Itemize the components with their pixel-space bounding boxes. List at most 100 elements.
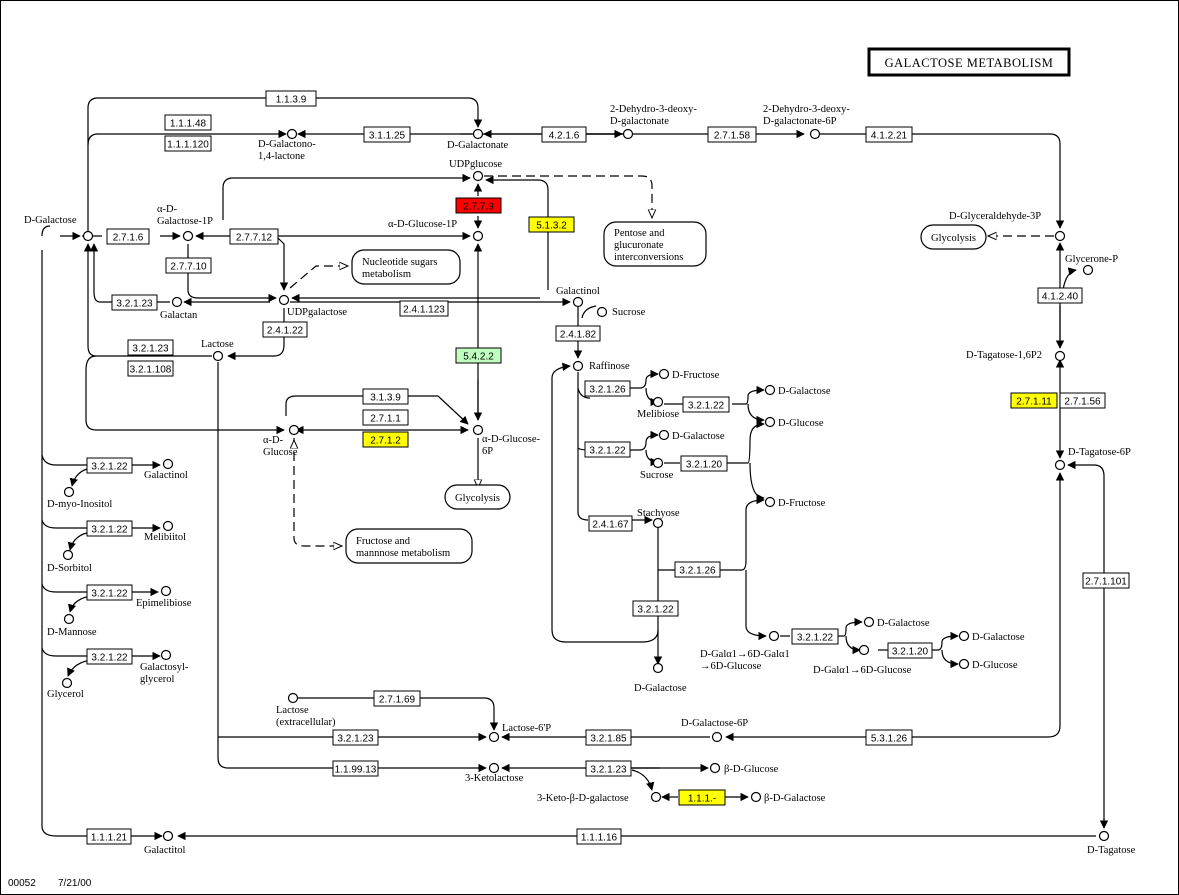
- compound-dhap[interactable]: Glycerone-P: [1065, 254, 1118, 276]
- compound-galactinol[interactable]: Galactinol: [556, 286, 600, 308]
- compound-node[interactable]: [162, 458, 174, 470]
- compound-node[interactable]: [652, 457, 664, 469]
- compound-node[interactable]: [709, 762, 721, 774]
- enzyme-box[interactable]: 3.2.1.22: [791, 628, 839, 645]
- compound-galglycerol[interactable]: Galactosyl-glycerol: [140, 649, 189, 686]
- compound-node[interactable]: [472, 170, 484, 182]
- compound-node[interactable]: [488, 731, 500, 743]
- compound-galactonate[interactable]: D-Galactonate: [447, 128, 509, 152]
- compound-node[interactable]: [160, 649, 172, 661]
- compound-glycerol[interactable]: Glycerol: [47, 677, 84, 701]
- compound-galactono[interactable]: D-Galactono-1,4-lactone: [258, 128, 316, 163]
- compound-adglc[interactable]: α-D-Glucose: [263, 424, 300, 459]
- compound-node[interactable]: [764, 416, 776, 428]
- compound-galactan[interactable]: Galactan: [160, 296, 198, 322]
- enzyme-box[interactable]: 3.2.1.22: [86, 584, 133, 601]
- compound-glc1p[interactable]: α-D-Glucose-1P: [388, 219, 484, 242]
- compound-sorbitol[interactable]: D-Sorbitol: [47, 549, 92, 575]
- compound-gal4[interactable]: D-Galactose: [634, 662, 687, 695]
- compound-gal1p[interactable]: α-D-Galactose-1P: [157, 204, 213, 242]
- compound-sucrose2[interactable]: Sucrose: [640, 457, 674, 482]
- enzyme-box[interactable]: 5.1.3.2: [528, 216, 575, 233]
- enzyme-box[interactable]: 3.2.1.20: [887, 642, 933, 659]
- compound-node[interactable]: [658, 368, 670, 380]
- enzyme-box[interactable]: 2.7.7.12: [229, 228, 279, 245]
- compound-tag6p[interactable]: D-Tagatose-6P: [1054, 447, 1131, 471]
- compound-node[interactable]: [863, 616, 875, 628]
- enzyme-box[interactable]: 5.4.2.2: [455, 347, 502, 364]
- compound-node[interactable]: [809, 128, 821, 140]
- compound-gal6[interactable]: D-Galactose: [958, 630, 1025, 644]
- compound-ketolac[interactable]: 3-Ketolactose: [465, 762, 524, 785]
- compound-bgal[interactable]: β-D-Galactose: [750, 791, 826, 805]
- enzyme-box[interactable]: 3.2.1.23: [127, 339, 174, 356]
- compound-lacext[interactable]: Lactose(extracellular): [276, 692, 336, 729]
- compound-node[interactable]: [622, 128, 634, 140]
- enzyme-box[interactable]: 5.3.1.26: [865, 729, 913, 746]
- enzyme-box[interactable]: 3.2.1.23: [585, 760, 632, 777]
- compound-node[interactable]: [652, 396, 664, 408]
- compound-node[interactable]: [82, 230, 94, 242]
- compound-node[interactable]: [63, 613, 75, 625]
- enzyme-box[interactable]: 2.7.1.101: [1082, 572, 1130, 589]
- enzyme-box[interactable]: 4.2.1.6: [541, 126, 587, 143]
- enzyme-box[interactable]: 3.2.1.22: [682, 396, 730, 413]
- compound-glc2[interactable]: D-Glucose: [764, 416, 824, 430]
- compound-node[interactable]: [472, 230, 484, 242]
- compound-gal2[interactable]: D-Galactose: [764, 384, 831, 398]
- compound-galactinol2[interactable]: Galactinol: [144, 458, 188, 482]
- compound-node[interactable]: [182, 230, 194, 242]
- compound-node[interactable]: [652, 662, 664, 674]
- enzyme-box[interactable]: 2.4.1.67: [588, 515, 633, 532]
- compound-node[interactable]: [472, 128, 484, 140]
- compound-node[interactable]: [1054, 350, 1066, 362]
- enzyme-box[interactable]: 1.1.1.16: [576, 828, 622, 845]
- compound-tagatose[interactable]: D-Tagatose: [1087, 830, 1136, 857]
- enzyme-box[interactable]: 3.2.1.22: [86, 520, 133, 537]
- compound-node[interactable]: [63, 486, 75, 498]
- enzyme-box[interactable]: 2.7.1.69: [373, 690, 421, 707]
- compound-node[interactable]: [61, 677, 73, 689]
- compound-node[interactable]: [162, 520, 174, 532]
- enzyme-box[interactable]: 2.4.1.82: [555, 325, 601, 342]
- enzyme-box[interactable]: 2.4.1.22: [262, 321, 308, 338]
- compound-node[interactable]: [160, 585, 172, 597]
- compound-node[interactable]: [162, 830, 174, 842]
- compound-node[interactable]: [958, 630, 970, 642]
- compound-udpgal[interactable]: UDPgalactose: [278, 294, 348, 319]
- compound-node[interactable]: [650, 791, 662, 803]
- compound-node[interactable]: [658, 429, 670, 441]
- compound-node[interactable]: [764, 496, 776, 508]
- enzyme-box[interactable]: 1.1.99.13: [332, 760, 379, 777]
- compound-galglc[interactable]: D-Galα1→6D-Glucose: [813, 644, 912, 677]
- compound-node[interactable]: [572, 296, 584, 308]
- compound-inositol[interactable]: D-myo-Inositol: [47, 486, 112, 511]
- compound-node[interactable]: [958, 658, 970, 670]
- compound-fru1[interactable]: D-Fructose: [658, 368, 720, 382]
- map-link-glycolysis1[interactable]: Glycolysis: [920, 224, 987, 250]
- compound-node[interactable]: [596, 306, 608, 318]
- compound-bglc[interactable]: β-D-Glucose: [709, 762, 779, 776]
- compound-lac6p[interactable]: Lactose-6'P: [488, 723, 552, 743]
- compound-ketogal[interactable]: 3-Keto-β-D-galactose: [537, 791, 662, 805]
- compound-node[interactable]: [472, 424, 484, 436]
- enzyme-box[interactable]: 3.2.1.108: [127, 360, 174, 377]
- compound-node[interactable]: [287, 692, 299, 704]
- enzyme-box[interactable]: 1.1.1.-: [678, 789, 726, 806]
- compound-node[interactable]: [1098, 830, 1110, 842]
- enzyme-box[interactable]: 3.2.1.26: [674, 561, 721, 578]
- enzyme-box[interactable]: 3.2.1.85: [585, 729, 632, 746]
- enzyme-box[interactable]: 1.1.1.21: [86, 828, 132, 845]
- compound-tag16p2[interactable]: D-Tagatose-1,6P2: [966, 350, 1066, 362]
- compound-melibiitol[interactable]: Melibiitol: [144, 520, 186, 544]
- compound-node[interactable]: [1054, 459, 1066, 471]
- enzyme-box[interactable]: 3.2.1.22: [86, 648, 133, 665]
- enzyme-box[interactable]: 3.2.1.22: [584, 441, 631, 458]
- compound-node[interactable]: [1054, 230, 1066, 242]
- compound-epimelibiose[interactable]: Epimelibiose: [136, 585, 192, 610]
- enzyme-box[interactable]: 2.7.1.56: [1059, 392, 1106, 409]
- enzyme-box[interactable]: 4.1.2.21: [865, 126, 913, 143]
